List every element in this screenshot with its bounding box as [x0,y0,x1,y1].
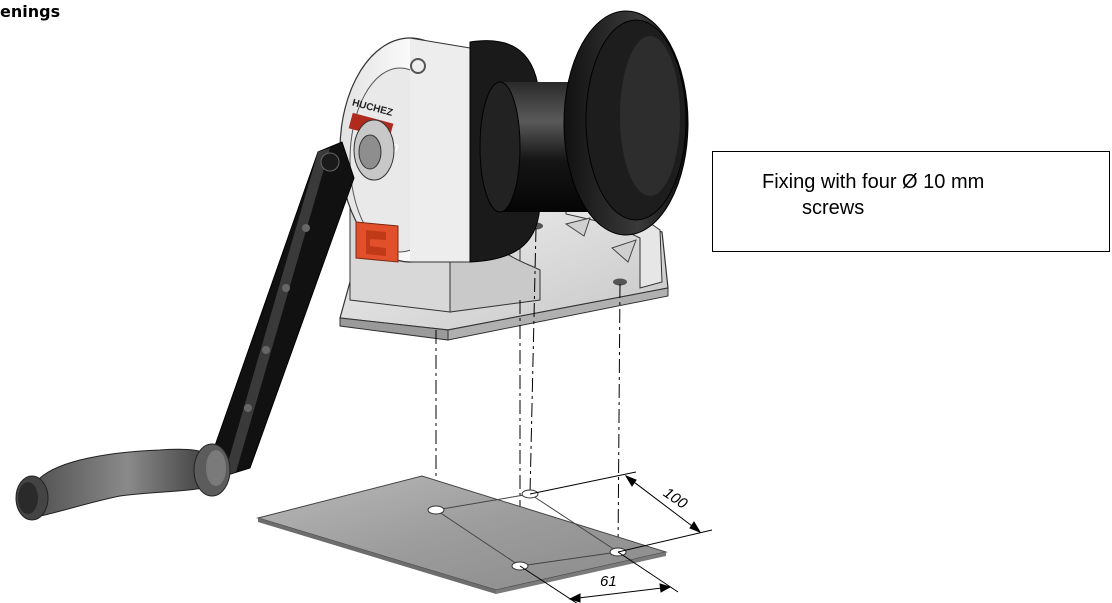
callout-line-1: Fixing with four Ø 10 mm [762,171,985,193]
fixing-callout: Fixing with four Ø 10 mm screws [712,151,1110,252]
dimension-depth: 61 [519,551,679,603]
mounting-plate [256,475,668,594]
lifting-ring-icon [410,58,426,74]
warning-badge-icon [355,221,399,263]
crank-handle [15,141,355,521]
callout-line-2: screws [802,197,865,219]
base-hole-icon [613,278,627,286]
width-dimension-label: 100 [660,484,691,513]
mounting-hole-icon [427,505,445,515]
crank-grip [39,448,216,517]
section-heading: enings [0,2,61,21]
winch-drum [469,10,689,263]
depth-dimension-label: 61 [600,573,617,590]
